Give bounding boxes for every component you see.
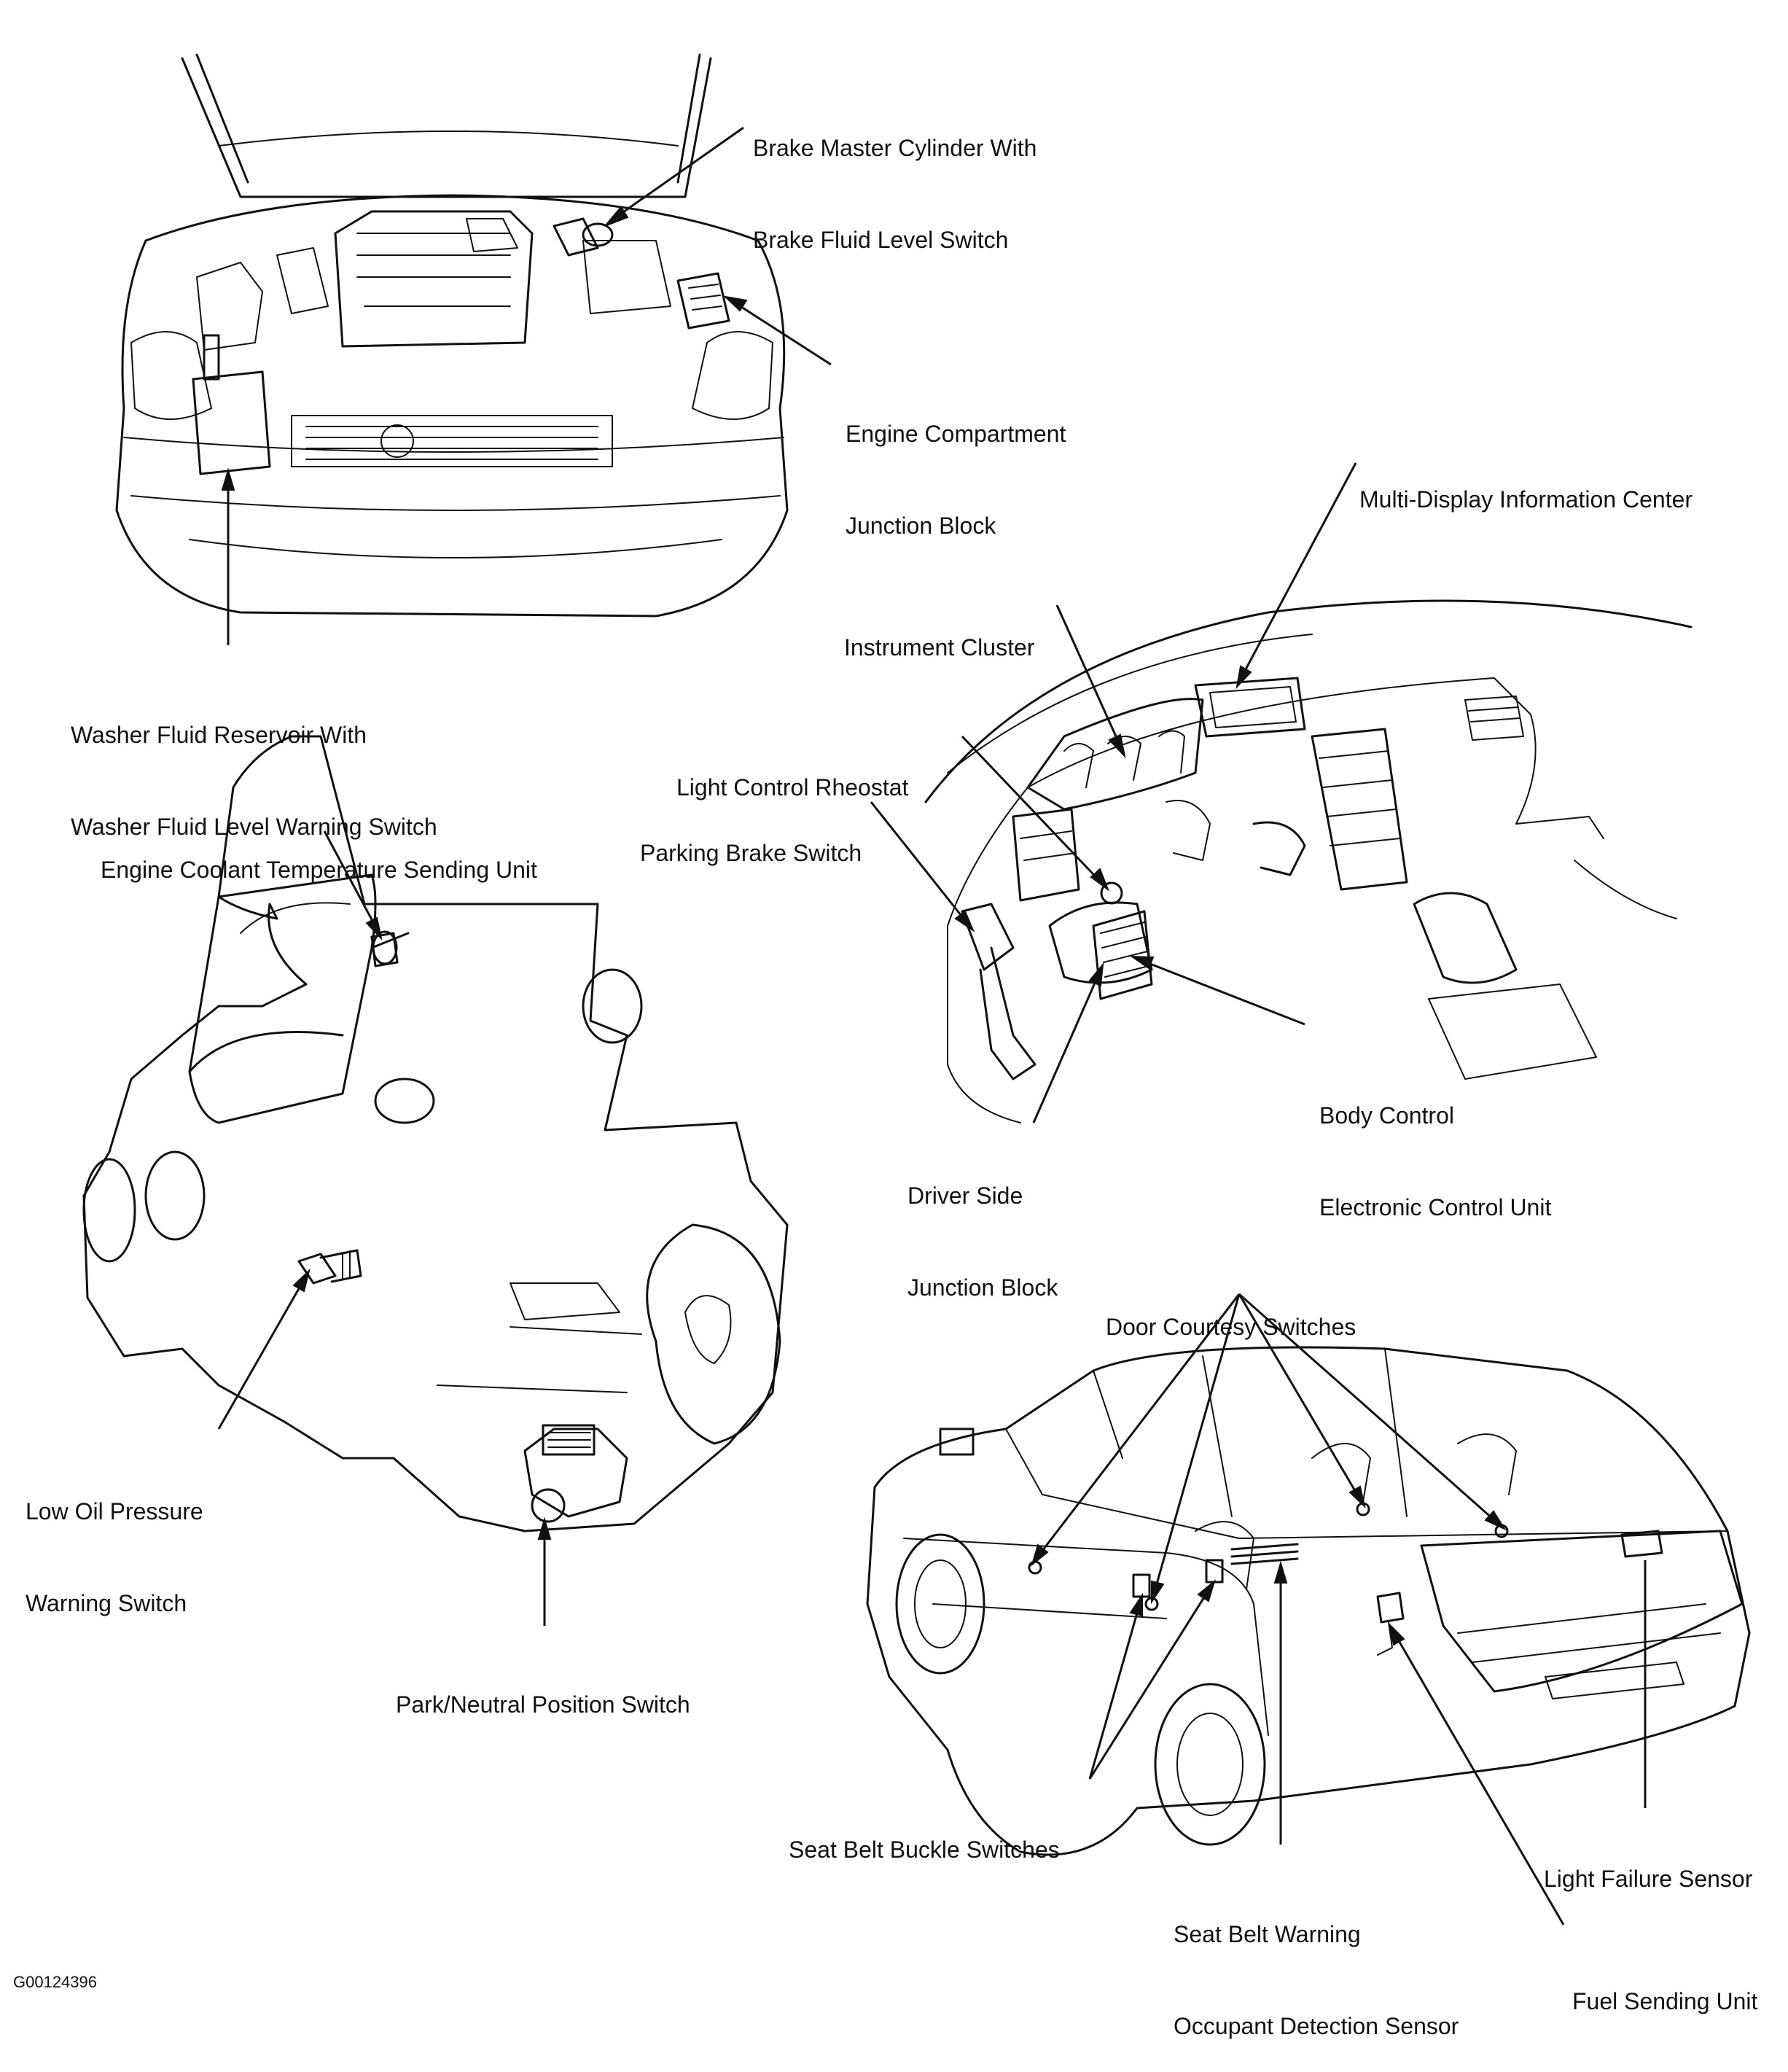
label-seat-belt-buckle-switches: Seat Belt Buckle Switches [789, 1773, 1060, 1896]
component-location-diagram [82, 53, 1751, 1925]
label-fuel-sending-unit: Fuel Sending Unit [1572, 1925, 1757, 2047]
label-line: Occupant Detection Sensor [1174, 2013, 1459, 2039]
label-line: Door Courtesy Switches [1106, 1314, 1356, 1340]
label-driver-side-junction-block: Driver Side Junction Block [907, 1119, 1058, 1333]
label-washer-fluid-reservoir: Washer Fluid Reservoir With Washer Fluid… [71, 658, 437, 873]
label-seat-belt-warning-occupant-detection-sensor: Seat Belt Warning Occupant Detection Sen… [1174, 1858, 1459, 2072]
label-line: Brake Fluid Level Switch [753, 227, 1009, 253]
label-parking-brake-switch: Parking Brake Switch [640, 776, 862, 899]
label-line: Engine Coolant Temperature Sending Unit [101, 857, 537, 883]
dashboard-drawing [924, 599, 1693, 1123]
label-line: Park/Neutral Position Switch [396, 1691, 690, 1718]
label-line: Seat Belt Buckle Switches [789, 1837, 1060, 1863]
label-park-neutral-position-switch: Park/Neutral Position Switch [396, 1628, 690, 1750]
label-engine-coolant-temperature-sending-unit: Engine Coolant Temperature Sending Unit [101, 793, 537, 916]
label-line: Junction Block [846, 513, 996, 539]
label-body-control-ecu: Body Control Electronic Control Unit [1319, 1039, 1551, 1253]
label-line: Parking Brake Switch [640, 840, 862, 866]
label-line: Instrument Cluster [844, 634, 1035, 661]
label-engine-compartment-junction-block: Engine Compartment Junction Block [846, 357, 1066, 572]
engine-transaxle-drawing [82, 735, 789, 1532]
label-door-courtesy-switches: Door Courtesy Switches [1106, 1250, 1356, 1373]
label-line: Light Failure Sensor [1544, 1866, 1753, 1892]
engine-compartment-drawing [115, 53, 789, 618]
label-line: Light Control Rheostat [676, 774, 909, 801]
label-line: Driver Side [907, 1183, 1023, 1209]
label-instrument-cluster: Instrument Cluster [844, 571, 1034, 693]
label-light-control-rheostat: Light Control Rheostat [676, 711, 908, 833]
label-line: Brake Master Cylinder With [753, 135, 1037, 161]
label-line: Engine Compartment [846, 421, 1066, 447]
label-line: Multi-Display Information Center [1359, 486, 1693, 513]
label-line: Electronic Control Unit [1319, 1194, 1552, 1220]
label-line: Washer Fluid Level Warning Switch [71, 814, 437, 840]
vehicle-interior-drawing [866, 1346, 1751, 1856]
label-light-failure-sensor: Light Failure Sensor [1544, 1802, 1752, 1925]
label-line: Junction Block [907, 1274, 1058, 1301]
label-line: Seat Belt Warning [1174, 1921, 1361, 1947]
label-line: Washer Fluid Reservoir With [71, 722, 367, 748]
label-brake-master-cylinder: Brake Master Cylinder With Brake Fluid L… [753, 71, 1037, 286]
leader-lines [217, 126, 1647, 1925]
label-low-oil-pressure-warning-switch: Low Oil Pressure Warning Switch [26, 1435, 203, 1649]
label-multi-display-information-center: Multi-Display Information Center [1359, 423, 1693, 545]
label-line: Fuel Sending Unit [1572, 1988, 1758, 2014]
figure-id: G00124396 [13, 1973, 97, 1991]
label-line: Warning Switch [26, 1590, 187, 1616]
label-line: Body Control [1319, 1102, 1454, 1129]
label-line: Low Oil Pressure [26, 1498, 203, 1524]
